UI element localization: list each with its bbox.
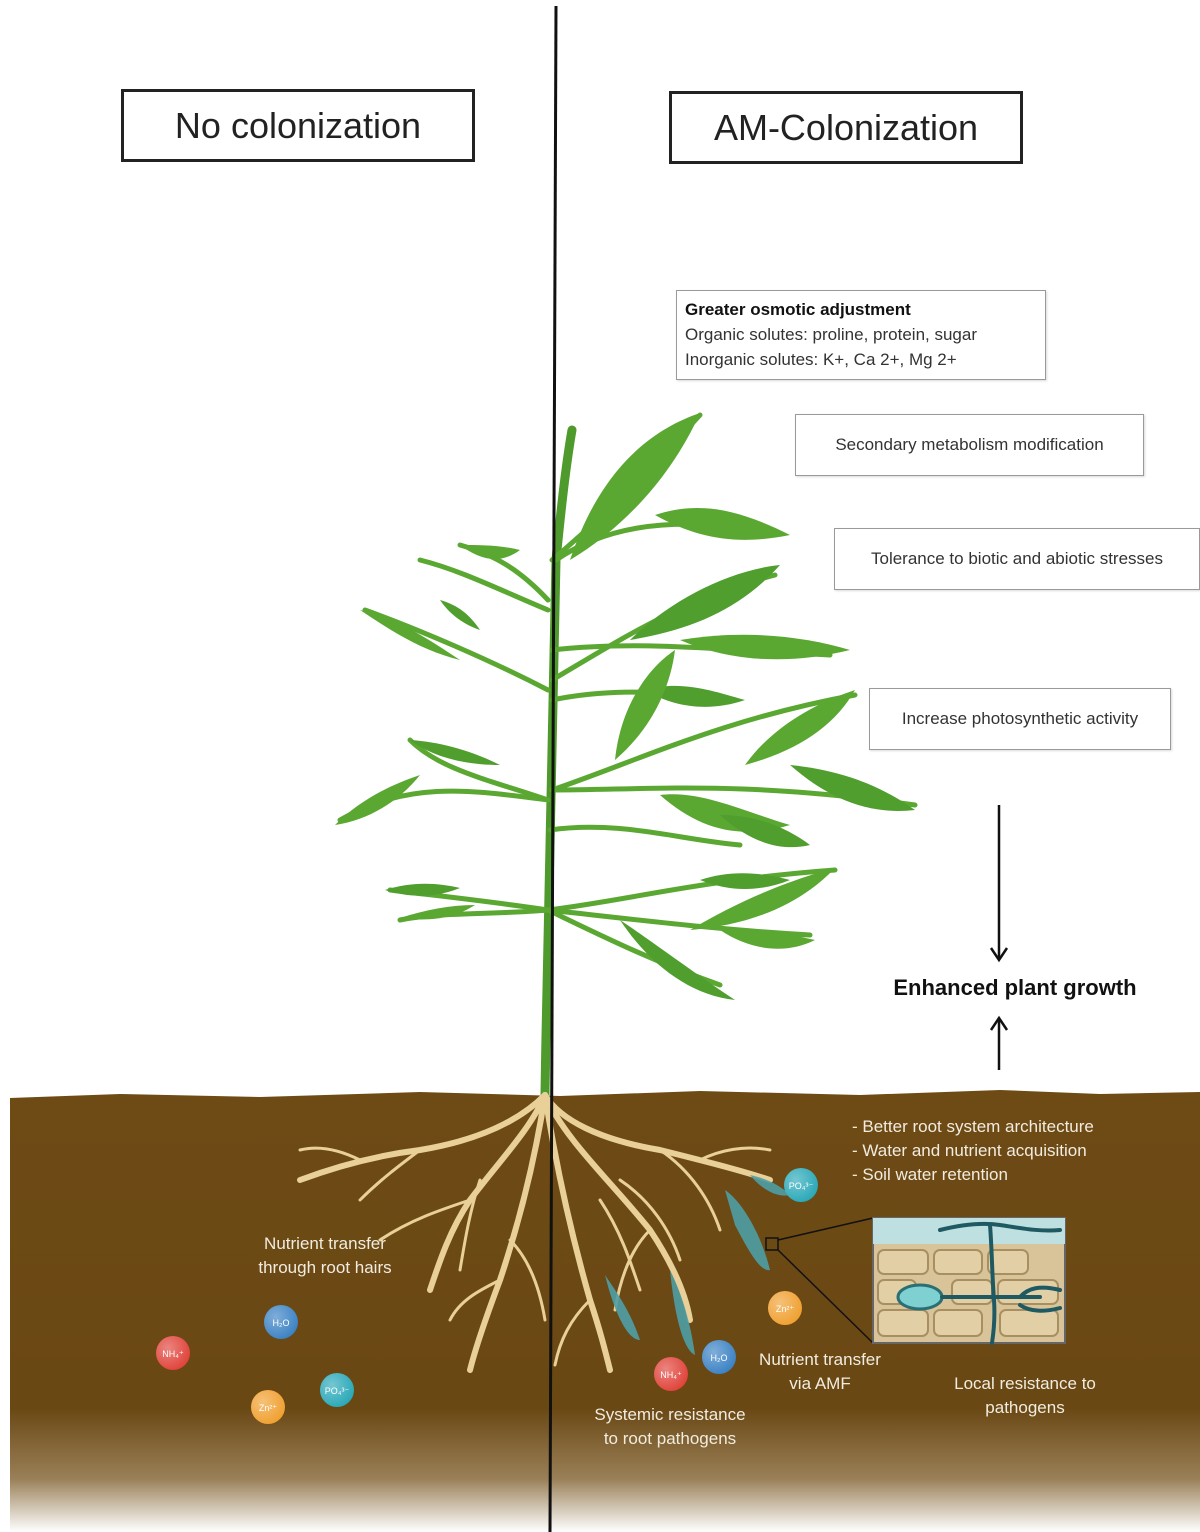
osmotic-organic: Organic solutes: proline, protein, sugar xyxy=(685,322,1037,347)
leaf xyxy=(655,508,790,540)
leaf xyxy=(460,545,520,559)
ion-po4-label: PO₄³⁻ xyxy=(325,1386,350,1396)
photosynthesis-label: Increase photosynthetic activity xyxy=(902,709,1138,729)
label-line: Systemic resistance xyxy=(565,1403,775,1427)
label-line: through root hairs xyxy=(225,1256,425,1280)
no-colonization-header: No colonization xyxy=(121,89,475,162)
am-colonization-header: AM-Colonization xyxy=(669,91,1023,164)
ion-h2o-label: H₂O xyxy=(273,1318,290,1328)
osmotic-adjustment-box: Greater osmotic adjustment Organic solut… xyxy=(676,290,1046,380)
leaf xyxy=(335,775,420,825)
soil-benefits-list: - Better root system architecture - Wate… xyxy=(852,1115,1094,1187)
osmotic-title: Greater osmotic adjustment xyxy=(685,297,1037,322)
label-line: Local resistance to xyxy=(925,1372,1125,1396)
ion-h2o-label: H₂O xyxy=(711,1353,728,1363)
ion-zn-label: Zn²⁺ xyxy=(776,1304,795,1314)
ion-zn-label: Zn²⁺ xyxy=(259,1403,278,1413)
ion-nh4: NH₄⁺ xyxy=(156,1336,190,1370)
stress-tolerance-box: Tolerance to biotic and abiotic stresses xyxy=(834,528,1200,590)
ion-po4: PO₄³⁻ xyxy=(320,1373,354,1407)
root-hair-transfer-label: Nutrient transfer through root hairs xyxy=(225,1232,425,1280)
ion-zn: Zn²⁺ xyxy=(251,1390,285,1424)
amf-transfer-label: Nutrient transfer via AMF xyxy=(735,1348,905,1396)
leaf xyxy=(630,565,780,640)
soil-benefit: - Better root system architecture xyxy=(852,1115,1094,1139)
leaf xyxy=(720,929,815,949)
secondary-metabolism-label: Secondary metabolism modification xyxy=(835,435,1103,455)
arrows xyxy=(991,805,1007,1070)
photosynthesis-box: Increase photosynthetic activity xyxy=(869,688,1171,750)
leaf xyxy=(440,600,480,630)
leaf xyxy=(745,690,855,765)
ion-h2o: H₂O xyxy=(264,1305,298,1339)
ion-po4: PO₄³⁻ xyxy=(784,1168,818,1202)
leaf xyxy=(360,610,460,660)
systemic-resistance-label: Systemic resistance to root pathogens xyxy=(565,1403,775,1451)
leaf xyxy=(570,413,700,560)
label-line: Nutrient transfer xyxy=(225,1232,425,1256)
label-line: pathogens xyxy=(925,1396,1125,1420)
stress-tolerance-label: Tolerance to biotic and abiotic stresses xyxy=(871,549,1163,569)
label-line: via AMF xyxy=(735,1372,905,1396)
soil-benefit: - Soil water retention xyxy=(852,1163,1094,1187)
ion-nh4-label: NH₄⁺ xyxy=(162,1349,184,1359)
secondary-metabolism-box: Secondary metabolism modification xyxy=(795,414,1144,476)
label-line: to root pathogens xyxy=(565,1427,775,1451)
enhanced-growth-label: Enhanced plant growth xyxy=(860,975,1170,1001)
arbuscule-vesicle xyxy=(898,1285,942,1309)
leaf xyxy=(620,920,735,1000)
plant-stem xyxy=(545,430,572,1095)
ion-nh4: NH₄⁺ xyxy=(654,1357,688,1391)
leaf xyxy=(790,765,915,811)
local-resistance-label: Local resistance to pathogens xyxy=(925,1372,1125,1420)
label-line: Nutrient transfer xyxy=(735,1348,905,1372)
soil-benefit: - Water and nutrient acquisition xyxy=(852,1139,1094,1163)
ion-nh4-label: NH₄⁺ xyxy=(660,1370,682,1380)
plant-leaves xyxy=(335,413,915,1000)
leaf xyxy=(615,650,675,760)
ion-zn: Zn²⁺ xyxy=(768,1291,802,1325)
ion-po4-label: PO₄³⁻ xyxy=(789,1181,814,1191)
osmotic-inorganic: Inorganic solutes: K+, Ca 2+, Mg 2+ xyxy=(685,347,1037,372)
leaf xyxy=(385,884,460,896)
no-colonization-label: No colonization xyxy=(175,105,421,147)
am-colonization-label: AM-Colonization xyxy=(714,107,978,149)
ion-h2o: H₂O xyxy=(702,1340,736,1374)
